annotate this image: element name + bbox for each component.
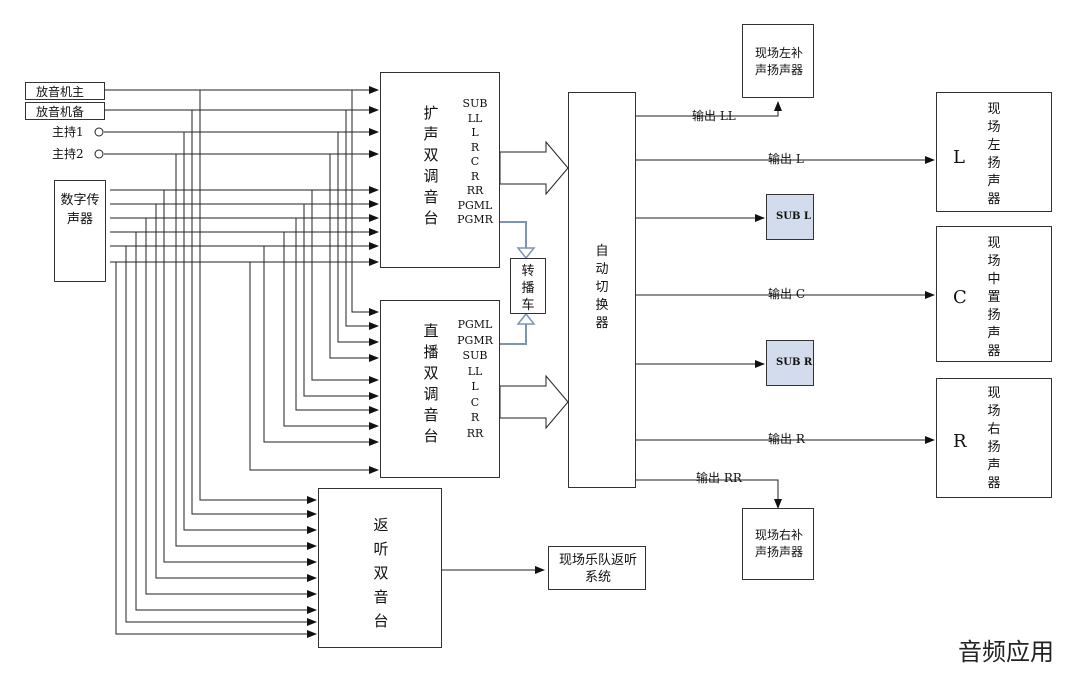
sub-r-label: SUB R: [776, 357, 813, 368]
monitor-console: 返听双音台: [318, 488, 442, 648]
right-speaker-label: 现场右扬声器: [987, 386, 1001, 491]
auto-switcher: 自动切换器: [568, 92, 636, 488]
center-speaker-label: 现场中置扬声器: [987, 236, 1001, 359]
player-main-box: 放音机主: [25, 82, 105, 100]
pa-out: SUB: [462, 97, 488, 110]
digital-mic-label: 数字传声器: [60, 193, 100, 227]
center-speaker-letter: C: [953, 287, 967, 308]
left-speaker-label: 现场左扬声器: [987, 102, 1001, 207]
player-main-label: 放音机主: [36, 85, 85, 99]
output-ll-label: 输出 LL: [692, 109, 736, 123]
sub-l-box: SUB L: [766, 194, 814, 240]
pa-out: R: [470, 169, 480, 183]
pa-out: PGML: [457, 198, 493, 212]
left-speaker: L 现场左扬声器: [936, 92, 1052, 212]
sub-l-label: SUB L: [776, 211, 811, 222]
host1-label: 主持1: [52, 125, 84, 139]
player-backup-box: 放音机备: [25, 102, 105, 120]
live-out: RR: [466, 426, 484, 440]
live-out: C: [470, 395, 480, 409]
live-console-label: 直播双调音台: [423, 322, 439, 445]
pa-out: L: [471, 126, 479, 139]
band-monitor-box: 现场乐队返听系统: [548, 546, 646, 590]
output-c-label: 输出 C: [768, 287, 805, 301]
band-monitor-label: 现场乐队返听系统: [559, 553, 638, 585]
pa-out: R: [470, 140, 480, 154]
live-out: SUB: [462, 349, 488, 362]
center-speaker: C 现场中置扬声器: [936, 226, 1052, 362]
host2-label: 主持2: [52, 147, 84, 161]
right-fill-speaker-label: 现场右补声扬声器: [754, 528, 803, 559]
relay-truck-label: 转播车: [521, 264, 535, 313]
live-console: 直播双调音台 PGML PGMR SUB LL L C R RR: [380, 300, 500, 478]
live-out: LL: [467, 364, 483, 378]
pa-out: LL: [467, 111, 483, 125]
right-speaker: R 现场右扬声器: [936, 378, 1052, 498]
pa-console-outputs: SUB LL L R C R RR PGML PGMR: [453, 97, 497, 228]
watermark: 音频应用: [958, 638, 1054, 666]
player-backup-label: 放音机备: [36, 105, 85, 119]
digital-mic-box: 数字传声器: [54, 180, 106, 282]
relay-truck: 转播车: [510, 258, 546, 314]
live-out: L: [471, 380, 479, 393]
live-out: PGMR: [457, 333, 493, 347]
pa-out: C: [470, 155, 480, 168]
pa-console-label: 扩声双调音台: [423, 104, 439, 227]
pa-out: RR: [466, 184, 484, 197]
right-speaker-letter: R: [953, 431, 967, 452]
left-speaker-letter: L: [953, 147, 965, 168]
output-l-label: 输出 L: [768, 152, 804, 166]
pa-out: PGMR: [457, 213, 493, 226]
pa-console: 扩声双调音台 SUB LL L R C R RR PGML PGMR: [380, 72, 500, 268]
auto-switcher-label: 自动切换器: [595, 244, 609, 331]
right-fill-speaker: 现场右补声扬声器: [742, 508, 814, 580]
left-fill-speaker-label: 现场左补声扬声器: [754, 46, 803, 77]
monitor-console-label: 返听双音台: [373, 516, 389, 630]
left-fill-speaker: 现场左补声扬声器: [742, 24, 814, 98]
live-out: R: [470, 411, 480, 424]
output-rr-label: 输出 RR: [696, 471, 742, 485]
live-out: PGML: [457, 318, 493, 331]
sub-r-box: SUB R: [766, 340, 814, 386]
output-r-label: 输出 R: [768, 432, 805, 446]
live-console-outputs: PGML PGMR SUB LL L C R RR: [453, 317, 497, 441]
